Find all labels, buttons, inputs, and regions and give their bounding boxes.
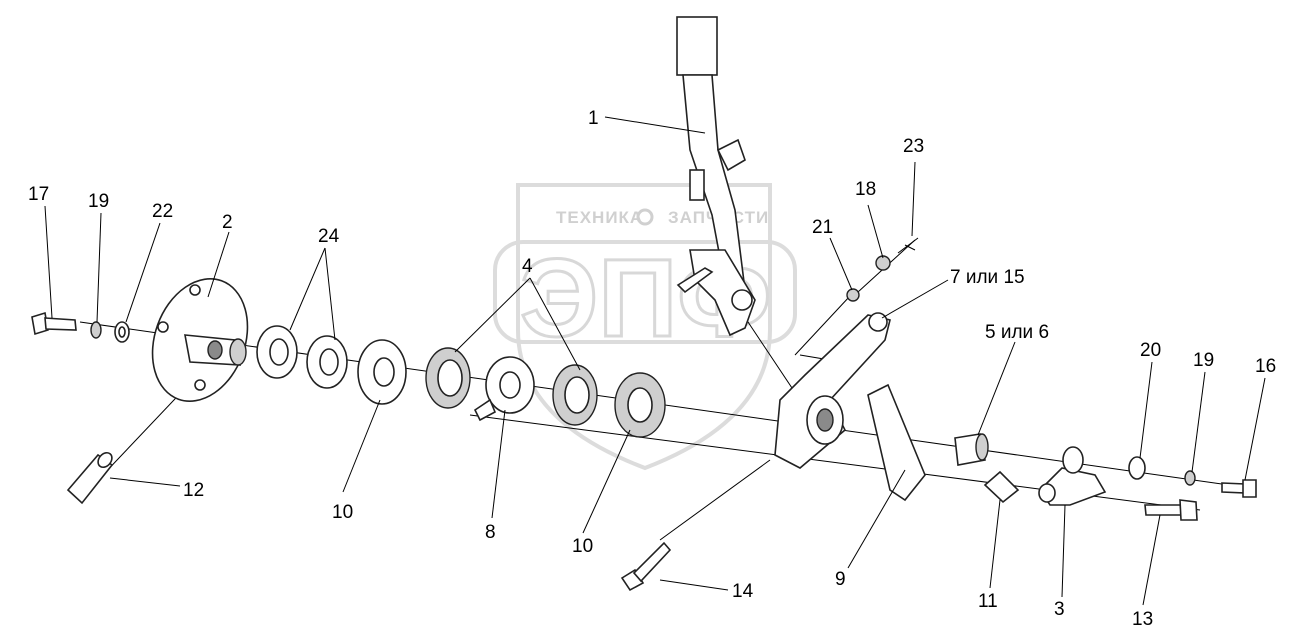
part-5-bushing	[954, 433, 989, 466]
callout-5: 5 или 6	[985, 322, 1049, 343]
watermark-gear-icon	[636, 208, 654, 226]
callout-3: 3	[1054, 599, 1065, 620]
part-2-hub	[151, 278, 249, 402]
callout-23: 23	[903, 136, 924, 157]
part-16-bolt	[1221, 479, 1257, 498]
part-4-bushings	[425, 347, 598, 426]
watermark-band	[493, 240, 797, 344]
axis-lever	[739, 309, 801, 401]
part-23-cotter-pin	[897, 237, 919, 254]
part-7-arm	[774, 312, 891, 469]
part-14-bolt	[620, 541, 672, 592]
callout-18: 18	[855, 179, 876, 200]
callout-10-right: 10	[572, 536, 593, 557]
part-17-bolt	[31, 311, 77, 336]
callout-9: 9	[835, 569, 846, 590]
callout-1: 1	[588, 108, 599, 129]
callout-13: 13	[1132, 609, 1153, 630]
callout-19-left: 19	[88, 191, 109, 212]
part-20-washer	[1128, 456, 1146, 480]
part-8-tab-washer	[473, 356, 535, 422]
callout-19-right: 19	[1193, 350, 1214, 371]
part-10-washer-right	[614, 372, 666, 438]
callout-16: 16	[1255, 356, 1276, 377]
part-18-nut	[875, 255, 891, 271]
callout-21: 21	[812, 217, 833, 238]
part-22-washer-hole	[118, 326, 126, 338]
callout-17: 17	[28, 184, 49, 205]
callout-2: 2	[222, 212, 233, 233]
callout-11: 11	[978, 591, 998, 612]
callout-8: 8	[485, 522, 496, 543]
part-19-washer-left	[90, 321, 102, 339]
part-3-bracket	[1038, 446, 1107, 506]
leader-lines	[44, 116, 1266, 606]
part-13-bolt	[1144, 499, 1198, 521]
callout-12: 12	[183, 480, 204, 501]
part-19-washer-right	[1184, 470, 1196, 486]
callout-4: 4	[522, 256, 533, 277]
callout-10-left: 10	[332, 502, 353, 523]
callout-labels: 1 2 3 4 5 или 6 7 или 15 8 9 10 10 11 12…	[28, 108, 1276, 630]
axis-nut18	[794, 295, 851, 356]
watermark-company: ТЕХНИКА	[556, 208, 643, 227]
axis-bolt14	[659, 459, 771, 541]
part-11-clip	[983, 470, 1020, 504]
part-10-washer-left	[357, 339, 407, 405]
callout-14: 14	[732, 581, 754, 602]
part-1-lever	[676, 16, 756, 337]
callout-7: 7 или 15	[950, 267, 1025, 288]
callout-24: 24	[318, 226, 340, 247]
part-9-plate	[867, 383, 926, 502]
callout-22: 22	[152, 201, 173, 222]
part-12-pin	[66, 451, 114, 505]
part-21-nut	[846, 288, 860, 302]
part-24-washers	[256, 325, 348, 389]
callout-20: 20	[1140, 340, 1161, 361]
